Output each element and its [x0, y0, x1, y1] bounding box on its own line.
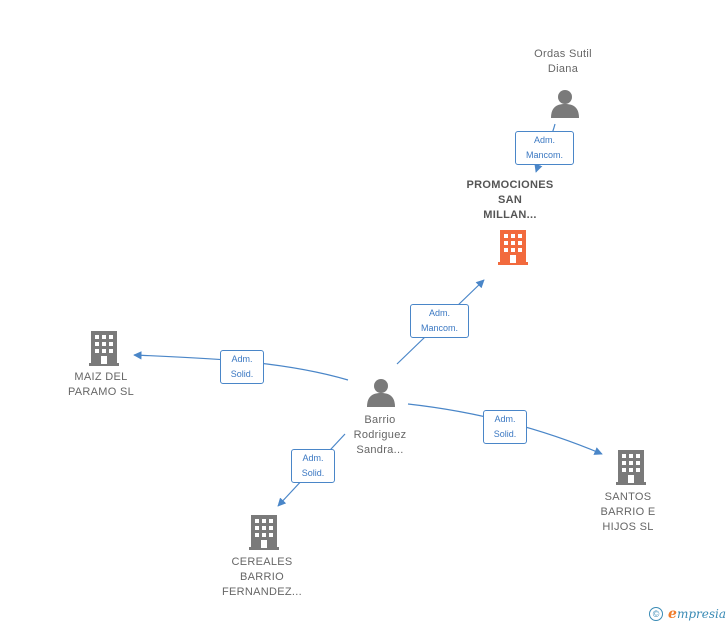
edge-label-barrio-maiz: Adm. Solid. [220, 350, 264, 384]
node-label-cereales[interactable]: CEREALES BARRIO FERNANDEZ... [222, 556, 302, 598]
footer-brand: © empresia [649, 606, 726, 622]
node-label-barrio[interactable]: Barrio Rodriguez Sandra... [353, 414, 407, 456]
edge-label-ordas-promociones: Adm. Mancom. [515, 131, 574, 165]
copyright-icon: © [649, 607, 664, 621]
edge-label-barrio-santos: Adm. Solid. [483, 410, 527, 444]
node-label-maiz[interactable]: MAIZ DEL PARAMO SL [67, 371, 135, 398]
building-icon[interactable] [249, 515, 279, 550]
edge-label-barrio-cereales: Adm. Solid. [291, 449, 335, 483]
building-icon[interactable] [89, 331, 119, 366]
building-icon[interactable] [498, 230, 528, 265]
node-label-ordas[interactable]: Ordas Sutil Diana [534, 48, 592, 75]
person-icon[interactable] [551, 90, 579, 118]
person-icon[interactable] [367, 379, 395, 407]
node-label-santos[interactable]: SANTOS BARRIO E HIJOS SL [600, 491, 656, 533]
edge-label-barrio-promociones: Adm. Mancom. [410, 304, 469, 338]
building-icon[interactable] [616, 450, 646, 485]
brand-logo: empresia [668, 606, 726, 622]
node-label-promociones[interactable]: PROMOCIONES SAN MILLAN... [466, 179, 554, 221]
